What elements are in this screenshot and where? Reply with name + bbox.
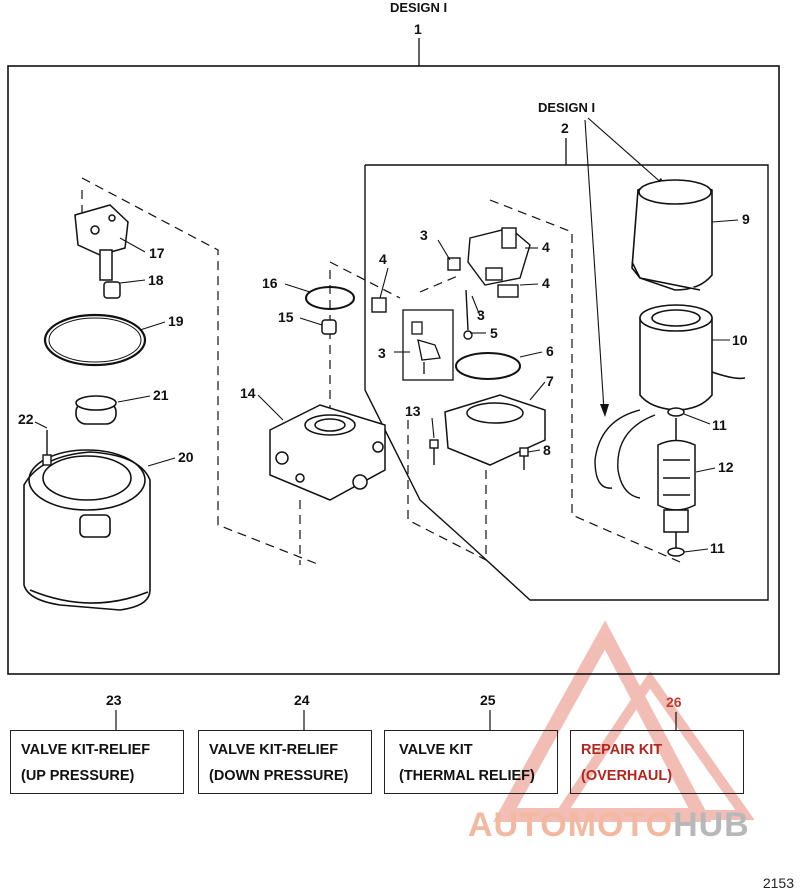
callout-10: 10 (732, 332, 748, 348)
reservoir (23, 449, 151, 611)
callout-1: 1 (414, 21, 422, 37)
callout-13: 13 (405, 403, 421, 419)
callout-17: 17 (149, 245, 165, 261)
kit-26-line2: (OVERHAUL) (581, 768, 673, 784)
callout-7: 7 (546, 373, 554, 389)
washer-11a (667, 407, 685, 417)
assembly-frame (7, 65, 780, 675)
motor-assembly-outline (364, 164, 769, 601)
o-ring-16 (305, 286, 355, 310)
kit-26-line1: REPAIR KIT (581, 742, 663, 758)
callout-22: 22 (18, 411, 34, 427)
callout-3c: 3 (378, 345, 386, 361)
callout-19: 19 (168, 313, 184, 329)
fill-cap (75, 395, 117, 425)
callout-14: 14 (240, 385, 256, 401)
brush-holder (463, 227, 531, 340)
watermark-text: AUTOMOTOHUB (468, 806, 750, 845)
o-ring-6 (455, 352, 521, 380)
callout-9: 9 (742, 211, 750, 227)
kit-25-line1: VALVE KIT (399, 742, 473, 758)
callout-2: 2 (561, 120, 569, 136)
filter-18 (103, 281, 121, 299)
screw-22 (42, 430, 52, 466)
design-label-inner: DESIGN I (538, 100, 595, 115)
callout-15: 15 (278, 309, 294, 325)
callout-20: 20 (178, 449, 194, 465)
callout-3a: 3 (420, 227, 428, 243)
part-15 (321, 319, 337, 335)
callout-11a: 11 (712, 417, 727, 433)
callout-12: 12 (718, 459, 734, 475)
callout-16: 16 (262, 275, 278, 291)
kit-number-24: 24 (294, 692, 310, 708)
kit-number-25: 25 (480, 692, 496, 708)
screw-13 (429, 439, 439, 465)
kit-box-23: VALVE KIT-RELIEF (UP PRESSURE) (10, 730, 184, 794)
callout-18: 18 (148, 272, 164, 288)
motor-cover-9 (631, 179, 713, 291)
kit-box-25: VALVE KIT (THERMAL RELIEF) (384, 730, 558, 794)
design-arrow-b-head (600, 404, 609, 417)
brush-3 (371, 257, 461, 313)
washer-11b (667, 547, 685, 557)
callout-5: 5 (490, 325, 498, 341)
design-label-top: DESIGN I (390, 0, 447, 15)
o-ring-19 (43, 313, 147, 367)
callout-6: 6 (546, 343, 554, 359)
kit-24-line1: VALVE KIT-RELIEF (209, 742, 339, 758)
kit-23-line2: (UP PRESSURE) (21, 768, 135, 784)
end-cap-7 (444, 394, 546, 466)
motor-housing-10 (639, 304, 746, 411)
armature-12 (657, 418, 696, 548)
figure-id: 2153 (762, 875, 794, 891)
callout-8: 8 (543, 442, 551, 458)
kit-number-26: 26 (666, 694, 682, 710)
dashed-guides (81, 177, 681, 566)
callout-11b: 11 (710, 540, 725, 556)
kit-box-24: VALVE KIT-RELIEF (DOWN PRESSURE) (198, 730, 372, 794)
callout-4c: 4 (542, 275, 550, 291)
watermark-part-a: AUTOMOTO (468, 806, 674, 844)
kit-number-23: 23 (106, 692, 122, 708)
kit-25-line2: (THERMAL RELIEF) (399, 768, 535, 784)
watermark-logo (493, 620, 755, 822)
pump-17 (74, 204, 129, 281)
design-arrow-b (584, 119, 605, 411)
leader-lines (34, 219, 739, 553)
brush-3-detail (411, 321, 441, 374)
kit-box-26: REPAIR KIT (OVERHAUL) (570, 730, 744, 794)
kit-leaders (115, 710, 677, 731)
watermark-part-b: HUB (673, 806, 750, 844)
design-arrow-a (587, 117, 666, 187)
callout-4a: 4 (542, 239, 550, 255)
o-ring-19-inner (48, 317, 142, 363)
manifold-14 (269, 404, 386, 501)
kit-23-line1: VALVE KIT-RELIEF (21, 742, 151, 758)
brush-box (402, 309, 454, 381)
callout-21: 21 (153, 387, 169, 403)
screw-8 (519, 447, 529, 470)
callout-3b: 3 (477, 307, 485, 323)
callout-4b: 4 (379, 251, 387, 267)
kit-24-line2: (DOWN PRESSURE) (209, 768, 349, 784)
wire-harness (594, 409, 656, 499)
